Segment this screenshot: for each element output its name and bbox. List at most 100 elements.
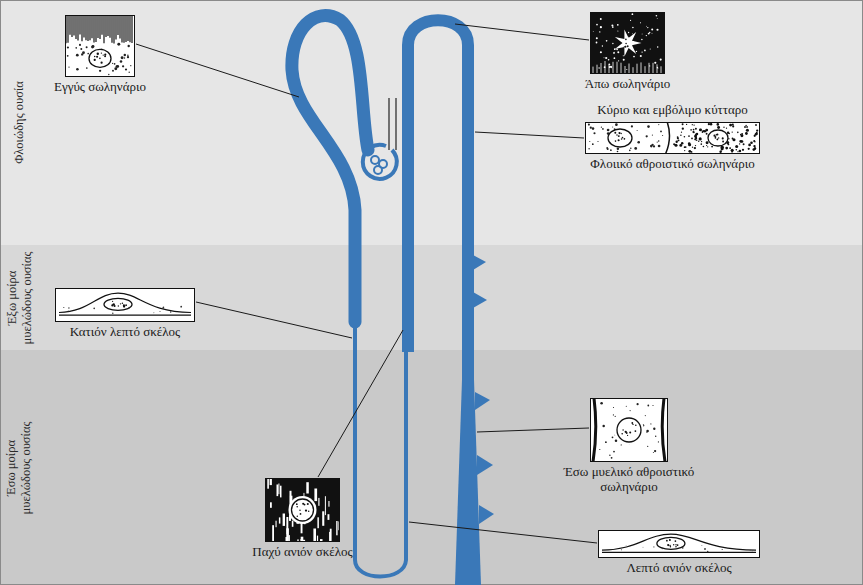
brush-border [89, 16, 90, 40]
micrograph-dot [722, 549, 723, 550]
micrograph-dot [114, 63, 116, 65]
micrograph-dot [67, 46, 69, 48]
micrograph-dot [739, 140, 740, 141]
zone-label: Έσω μοίρα μυελώδους ουσίας [4, 413, 34, 523]
micrograph-dot [669, 545, 670, 546]
micrograph-dot [75, 47, 77, 49]
micrograph-dot [86, 46, 88, 48]
cell-nucleus [292, 499, 314, 521]
micrograph-dot [717, 139, 718, 140]
zone-label: Φλοιώδης ουσία [12, 23, 27, 223]
arteriole [395, 98, 396, 150]
cell-micrograph [265, 478, 340, 542]
leader-line [196, 302, 352, 338]
micrograph-dot [654, 62, 656, 64]
micrograph-dot [127, 56, 129, 58]
micrograph-dot [647, 125, 650, 128]
part-caption: Παχύ ανιόν σκέλος [252, 545, 352, 560]
micrograph-dot [605, 57, 607, 59]
micrograph-dot [675, 540, 677, 542]
mitochondria-streak [286, 528, 289, 542]
micrograph-dot [633, 56, 635, 58]
micrograph-dot [610, 149, 612, 151]
mitochondria-streak [292, 521, 294, 527]
micrograph-dot [589, 141, 590, 142]
micrograph-dot [722, 141, 724, 143]
micrograph-dot [690, 129, 692, 131]
micrograph-dot [646, 430, 649, 433]
micrograph-dot [684, 150, 685, 151]
micrograph-dot [695, 137, 697, 139]
micrograph-dot [692, 124, 693, 125]
micrograph-dot [650, 145, 653, 148]
micrograph-dot [750, 142, 753, 145]
micrograph-dot [627, 45, 629, 47]
micrograph-dot [694, 147, 696, 149]
micrograph-dot [296, 506, 298, 508]
micrograph-dot [706, 133, 708, 135]
brush-border [77, 16, 78, 41]
micrograph-dot [67, 55, 69, 57]
micrograph-dot [658, 124, 659, 125]
micrograph-dot [100, 62, 102, 64]
micrograph-dot [592, 143, 594, 145]
micrograph-dot [599, 31, 600, 32]
micrograph-dot [725, 147, 728, 150]
micrograph-dot [625, 46, 627, 48]
brush-border [105, 16, 106, 37]
proximal-tubule [292, 16, 368, 322]
basal-striation [645, 66, 646, 73]
micrograph-dot [722, 137, 724, 139]
zone-band: Έξω μοίρα μυελώδους ουσίαςΚατιόν λεπτό σ… [0, 245, 863, 350]
brush-border [91, 16, 92, 38]
basal-striation [601, 63, 602, 73]
micrograph-dot [112, 63, 113, 64]
micrograph-dot [611, 457, 613, 459]
micrograph-dot [704, 548, 706, 550]
micrograph-dot [653, 145, 655, 147]
micrograph-dot [688, 143, 691, 146]
duct-branch [479, 505, 494, 524]
mitochondria-streak [272, 525, 274, 542]
micrograph-dot [669, 539, 671, 541]
micrograph-dot [637, 130, 638, 131]
micrograph-dot [108, 74, 109, 75]
micrograph-dot [653, 428, 655, 430]
micrograph-dot [612, 436, 614, 438]
micrograph-dot [741, 140, 743, 142]
mitochondria-streak [328, 501, 329, 507]
brush-border [67, 16, 68, 43]
flat-cell-outline [602, 534, 756, 550]
duct-branch [473, 292, 487, 308]
micrograph-dot [125, 304, 127, 306]
micrograph-dot [592, 127, 595, 130]
micrograph-dot [737, 151, 738, 152]
brush-border [87, 16, 88, 41]
micrograph-dot [617, 51, 619, 53]
micrograph-dot [653, 546, 654, 547]
micrograph-dot [618, 132, 620, 134]
mitochondria-streak [328, 514, 330, 520]
basal-striation [653, 63, 654, 73]
micrograph-panel: Λεπτό ανιόν σκέλος [598, 530, 760, 576]
zone-band: Φλοιώδης ουσίαΕγγύς σωληνάριοΆπω σωληνάρ… [0, 0, 863, 245]
micrograph-dot [655, 436, 656, 437]
micrograph-dot [94, 59, 96, 61]
micrograph-dot [693, 124, 694, 125]
micrograph-dot [691, 138, 693, 140]
micrograph-dot [679, 144, 682, 147]
micrograph-dot [684, 146, 686, 148]
micrograph-dot [600, 402, 603, 405]
cell-nucleus [617, 418, 641, 442]
micrograph-dot [630, 410, 631, 411]
micrograph-dot [593, 132, 595, 134]
micrograph-dot [756, 129, 758, 131]
micrograph-dot [117, 43, 120, 46]
micrograph-dot [600, 18, 602, 20]
part-caption: Εγγύς σωληνάριο [54, 80, 146, 95]
micrograph-dot [693, 129, 695, 131]
basal-striation [621, 63, 622, 73]
part-caption: Έσω μυελικό αθροιστικό σωληνάριο [559, 465, 699, 495]
micrograph-ground [65, 15, 135, 77]
